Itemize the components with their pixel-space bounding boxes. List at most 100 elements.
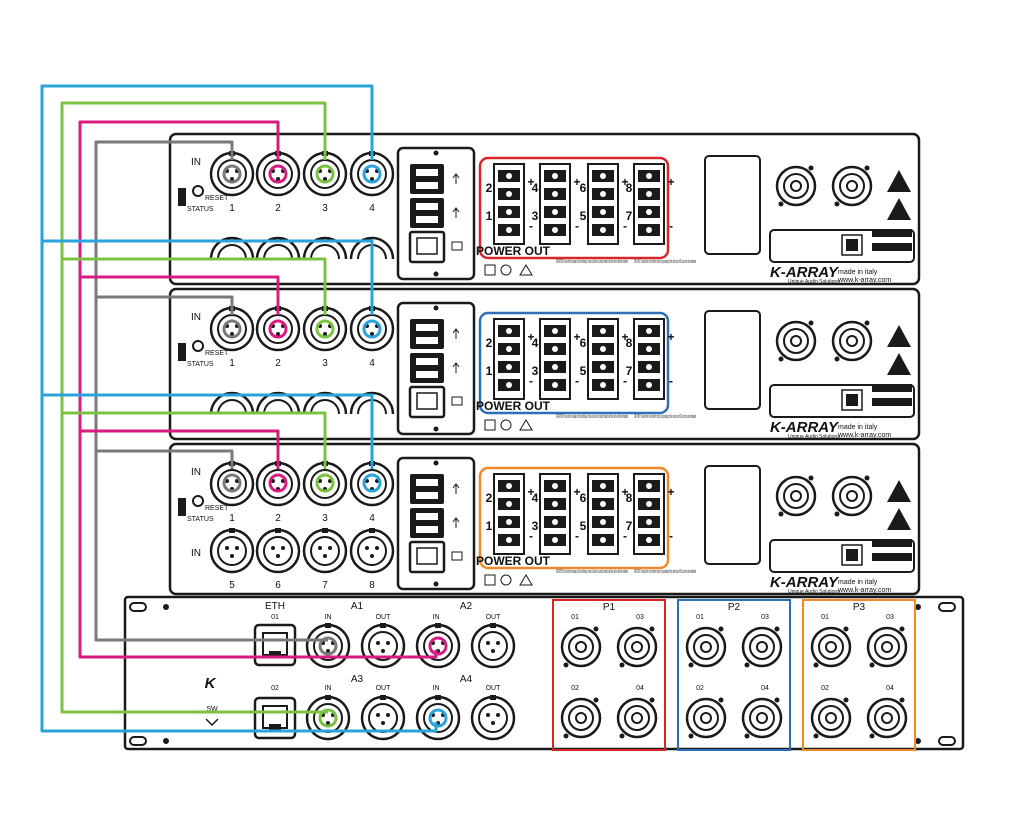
panel-screw <box>163 604 169 610</box>
speakon-group-frame <box>677 599 791 751</box>
plus-label: + <box>621 330 628 344</box>
speakon-connector-screw <box>813 733 819 739</box>
speakon-connector-core <box>631 712 643 724</box>
minus-label: - <box>669 529 673 543</box>
panel-screw <box>915 738 921 744</box>
ac-power-link-connector <box>831 165 873 207</box>
terminal-screw-head <box>506 382 512 388</box>
qr-code-fill <box>846 549 858 561</box>
terminal-screw-head <box>506 364 512 370</box>
input-number: 2 <box>275 513 281 524</box>
input-number: 3 <box>322 513 328 524</box>
xlr-panel-connector-pin <box>496 713 500 717</box>
minus-label: - <box>529 374 533 388</box>
website-label: www.k-array.com <box>837 277 891 284</box>
qr-code-fill <box>846 239 858 251</box>
usb-icon <box>452 517 460 528</box>
caution-text: CAUTION: To reduce the risk of electric … <box>634 259 696 265</box>
speakon-connector-core <box>825 712 837 724</box>
magenta-cable <box>80 275 280 315</box>
eth-port-02 <box>253 696 297 740</box>
power-out-frame <box>478 311 670 415</box>
xlr-input-connector <box>302 236 348 260</box>
xlr-input-connector-pin <box>323 177 327 181</box>
cable-plug <box>318 708 338 728</box>
terminal-screw-head <box>646 483 652 489</box>
a3-label: A3 <box>351 674 364 685</box>
speakon-connector-screw <box>619 733 625 739</box>
ac-power-in-connector-core <box>790 180 802 192</box>
eth-port-01 <box>253 623 297 667</box>
speakon-connector-core <box>881 712 893 724</box>
ac-power-link-connector-screw <box>834 511 840 517</box>
speaker-terminal-block <box>587 163 619 245</box>
xlr-panel-connector-pin <box>376 641 380 645</box>
k-array-logo: K <box>205 675 217 692</box>
eth-label: ETH <box>265 601 285 612</box>
ce-icon <box>500 574 512 586</box>
ac-power-link-connector-screw <box>834 201 840 207</box>
speakon-connector-screw <box>688 733 694 739</box>
terminal-screw-head <box>506 537 512 543</box>
speakon-group-frame <box>552 599 666 751</box>
cable-plug <box>318 636 338 656</box>
speakon-port-number: 03 <box>886 614 894 621</box>
power-out-label: POWER OUT <box>476 399 551 413</box>
xlr-panel-connector-pin <box>381 649 385 653</box>
speakon-connector <box>741 697 783 739</box>
usb-slot <box>416 182 438 189</box>
caution-text: CAUTION: To reduce the risk of electric … <box>634 414 696 420</box>
xlr-input-connector-pin <box>318 546 322 550</box>
brand-logo: K-ARRAY <box>770 419 840 436</box>
speakon-connector <box>560 626 602 668</box>
warning-icon <box>887 353 911 375</box>
blue-cable <box>40 84 438 733</box>
xlr-input-connector-pin <box>276 554 280 558</box>
minus-label: - <box>529 529 533 543</box>
speakon-connector <box>866 626 908 668</box>
terminal-screw-head <box>552 191 558 197</box>
terminal-screw-head <box>552 227 558 233</box>
ethernet-jack <box>416 547 438 565</box>
input-number: 5 <box>229 580 235 591</box>
plus-label: + <box>573 175 580 189</box>
brand-tagline: Unique Audio Solutions <box>788 279 840 285</box>
brand-logo: K-ARRAY <box>770 264 840 281</box>
speakon-connector-screw <box>593 697 599 703</box>
magenta-cable <box>80 429 280 469</box>
status-led-icon <box>178 188 186 206</box>
attention-text: ATTENTION: Pour éviter les risques de ch… <box>556 259 628 265</box>
plus-label: + <box>527 330 534 344</box>
attention-text: ATTENTION: Pour éviter les risques de ch… <box>556 569 628 575</box>
eth-port-number: 02 <box>271 685 279 692</box>
speakon-connector-screw <box>619 662 625 668</box>
usb-icon <box>452 173 460 184</box>
status-label: STATUS <box>187 206 214 213</box>
plus-label: + <box>667 330 674 344</box>
terminal-screw-head <box>600 173 606 179</box>
terminal-screw-head <box>552 364 558 370</box>
out-label: OUT <box>376 614 392 621</box>
module-screw <box>433 460 439 466</box>
ac-power-link-connector-core <box>846 490 858 502</box>
cable-plug <box>428 636 448 656</box>
ac-power-link-connector <box>831 475 873 517</box>
reset-label: RESET <box>205 350 229 357</box>
xlr-panel-connector-body <box>423 631 453 661</box>
speakon-connector-screw <box>744 662 750 668</box>
rack-slot <box>938 602 956 612</box>
speakon-connector-screw <box>563 662 569 668</box>
ac-power-link-connector-core <box>846 180 858 192</box>
input-number: 8 <box>369 580 375 591</box>
minus-label: - <box>623 529 627 543</box>
power-out-label: POWER OUT <box>476 554 551 568</box>
cable-plug <box>222 164 242 184</box>
reset-label: RESET <box>205 505 229 512</box>
weee-icon <box>484 574 496 586</box>
xlr-input-connector-pin <box>370 554 374 558</box>
xlr-body-partial <box>263 399 293 415</box>
speakon-connector <box>866 697 908 739</box>
power-out-label: POWER OUT <box>476 244 551 258</box>
